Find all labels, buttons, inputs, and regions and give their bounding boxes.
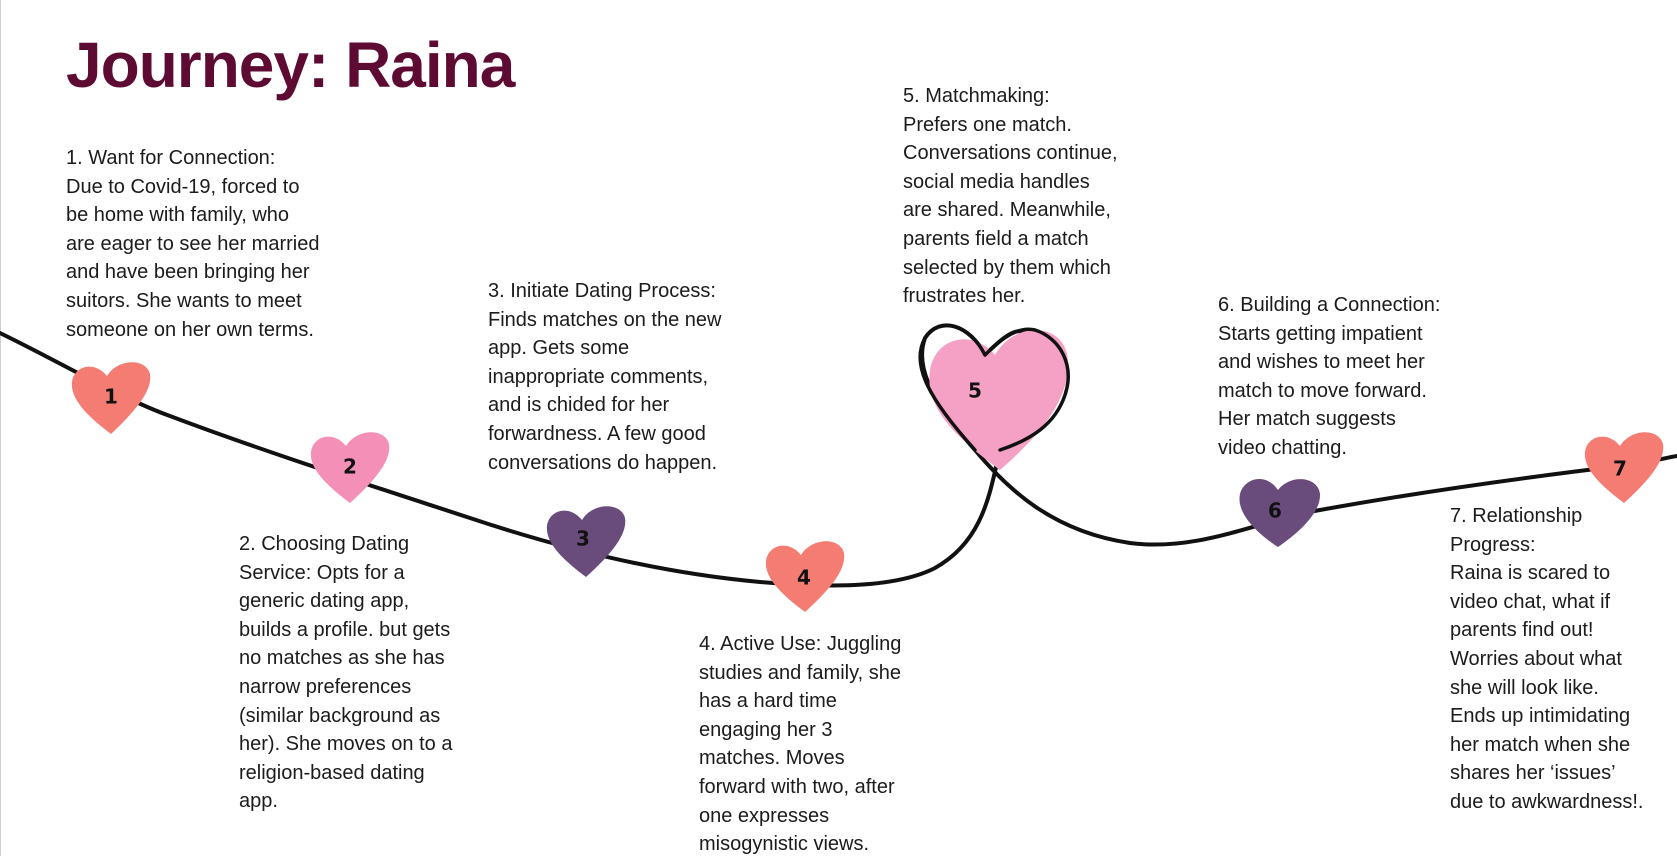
heart-6-label: 6	[1268, 499, 1282, 523]
heart-5-outline	[918, 323, 1070, 452]
heart-3-shape	[546, 506, 626, 577]
heart-3-label: 3	[576, 527, 590, 551]
heart-6-shape	[1239, 478, 1321, 547]
step-2-text: 2. Choosing Dating Service: Opts for a g…	[239, 533, 453, 813]
heart-4-shape	[765, 541, 845, 612]
step-1-text: 1. Want for Connection: Due to Covid-19,…	[66, 147, 320, 341]
heart-1-label: 1	[104, 385, 118, 409]
heart-2-shape	[310, 432, 390, 503]
heart-marker-7: 7	[1584, 432, 1664, 503]
step-6-text: 6. Building a Connection: Starts getting…	[1218, 294, 1441, 459]
heart-7-shape	[1584, 432, 1664, 503]
left-border	[0, 0, 1, 856]
step-7-text: 7. Relationship Progress: Raina is scare…	[1450, 505, 1644, 813]
heart-2-label: 2	[343, 455, 357, 479]
heart-marker-4: 4	[765, 541, 845, 612]
heart-7-label: 7	[1613, 457, 1627, 481]
step-4-text: 4. Active Use: Juggling studies and fami…	[699, 633, 902, 856]
heart-5-label: 5	[968, 379, 982, 403]
step-3-text: 3. Initiate Dating Process: Finds matche…	[488, 280, 722, 474]
heart-1-shape	[71, 362, 151, 434]
heart-marker-2: 2	[310, 432, 390, 503]
heart-marker-1: 1	[71, 362, 151, 434]
page-title: Journey: Raina	[66, 29, 515, 101]
heart-marker-6: 6	[1239, 478, 1321, 547]
heart-marker-3: 3	[546, 506, 626, 577]
step-5-text: 5. Matchmaking: Prefers one match. Conve…	[903, 85, 1118, 308]
heart-4-label: 4	[797, 566, 811, 590]
